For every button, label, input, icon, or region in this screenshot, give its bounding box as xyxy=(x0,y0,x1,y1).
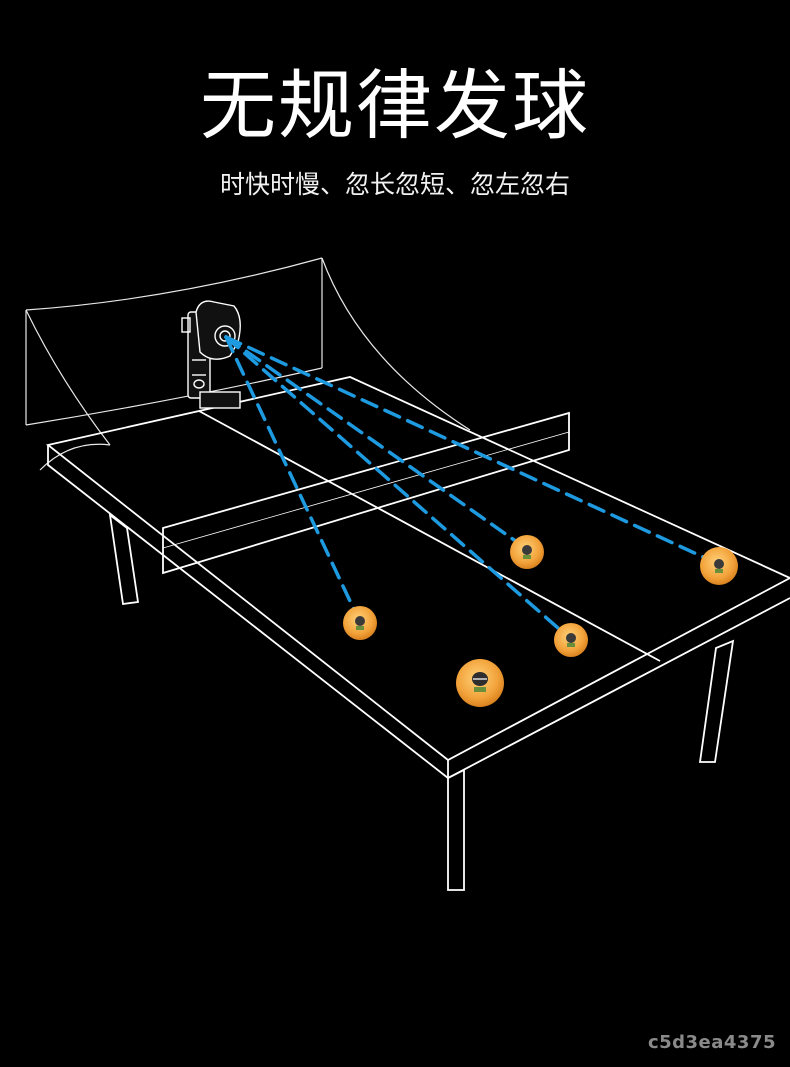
ping-pong-table xyxy=(45,376,790,891)
trajectory-4 xyxy=(224,335,716,564)
trajectory-1 xyxy=(224,335,359,618)
ping-pong-robot-icon xyxy=(181,300,241,409)
watermark: c5d3ea4375 xyxy=(647,1032,776,1053)
ping-pong-ball-icon xyxy=(554,623,588,657)
trajectory-2 xyxy=(224,335,568,637)
headline: 无规律发球 xyxy=(200,61,590,150)
ball-trajectories xyxy=(224,335,716,637)
catch-net xyxy=(25,257,471,471)
ping-pong-ball-icon xyxy=(510,535,544,569)
ping-pong-ball-icon xyxy=(700,547,738,585)
ping-pong-ball-icon xyxy=(456,659,504,707)
ping-pong-ball-icon xyxy=(343,606,377,640)
subtitle: 时快时慢、忽长忽短、忽左忽右 xyxy=(219,170,570,199)
ping-pong-ball-icons xyxy=(343,535,738,707)
trajectory-3 xyxy=(224,335,526,549)
